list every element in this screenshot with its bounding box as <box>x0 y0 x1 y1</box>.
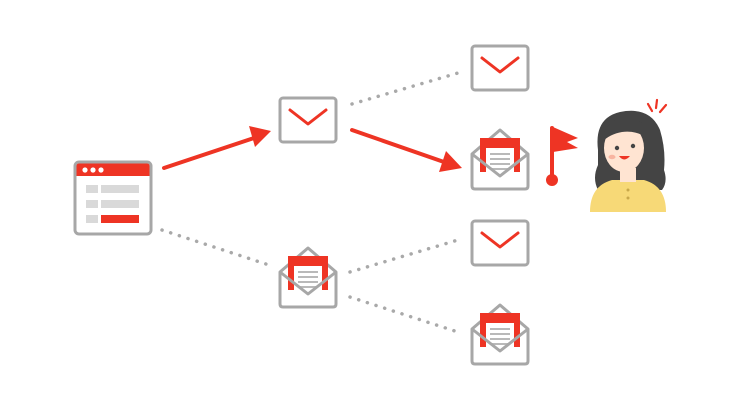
arrow-form-to-email-a <box>164 126 271 168</box>
flag-icon <box>546 127 578 186</box>
browser-window-form-icon <box>75 162 151 234</box>
email-b1-closed-envelope-icon <box>472 221 528 265</box>
email-a1-closed-envelope-icon <box>472 46 528 90</box>
connector-form-to-email-b <box>162 230 272 266</box>
email-b-open-envelope-icon <box>280 248 336 307</box>
email-a-closed-envelope-icon <box>280 98 336 142</box>
arrow-email-a-to-email-a2 <box>352 130 462 172</box>
email-b2-open-envelope-icon <box>472 305 528 364</box>
email-a2-open-envelope-icon <box>472 130 528 189</box>
connector-email-a-to-email-a1 <box>352 73 458 104</box>
connector-email-b-to-email-b2 <box>350 297 458 332</box>
woman-avatar-icon <box>590 100 666 212</box>
connector-email-b-to-email-b1 <box>350 240 458 272</box>
